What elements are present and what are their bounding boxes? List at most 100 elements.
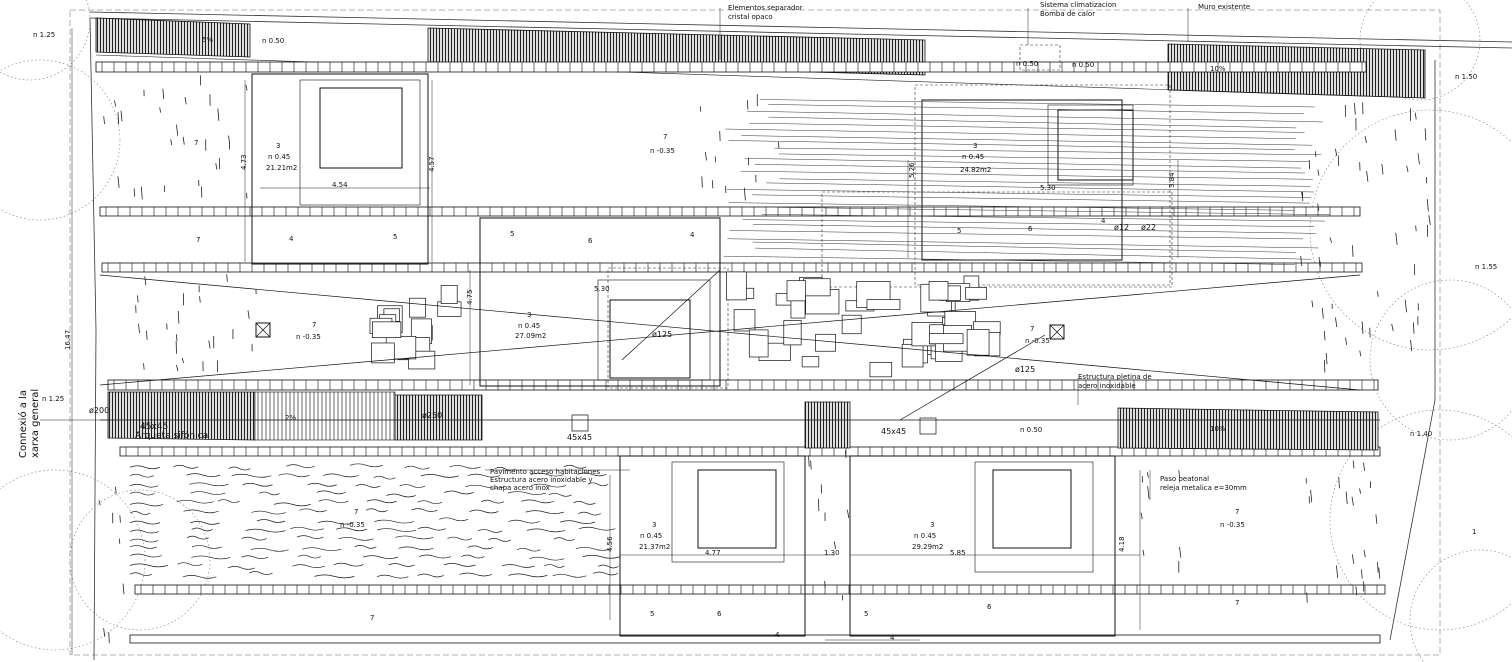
stone-block [440,285,458,304]
dimension: 4.73 [240,154,248,170]
walk-line2: releja metalica e=30mm [1160,484,1247,492]
pipe-line [728,140,1295,150]
water-wave [560,520,596,524]
gravel-dash [1377,561,1379,573]
gravel-dash [1317,169,1320,176]
room-number: 7 [1235,599,1239,607]
gravel-dash [1424,128,1427,141]
gravel-dash [1146,472,1149,478]
gravel-dash [145,330,148,340]
water-wave [362,555,399,559]
gravel-dash [1345,337,1348,345]
water-wave [129,538,159,543]
pipe-line [777,207,1330,215]
water-wave [366,499,397,504]
gravel-dash [1426,199,1429,212]
level: n 1.25 [42,395,64,403]
dimension: 1.30 [824,549,840,557]
gravel-dash [175,334,178,341]
dimension: 5.26 [908,162,916,178]
water-wave [373,475,396,480]
gravel-dash [1359,350,1362,357]
gravel-dash [1381,163,1384,175]
gravel-texture [98,75,1431,643]
stone-block [733,309,756,332]
gravel-dash [103,116,105,125]
water-wave [231,473,272,478]
water-wave [481,499,505,504]
gravel-dash [847,509,850,518]
room-number: 7 [194,139,198,147]
water-wave [592,571,619,576]
manhole-size: 45x45 [140,422,168,432]
gravel-dash [1355,586,1358,596]
level: n -0.35 [650,147,675,155]
pipe-line [746,110,1323,123]
gravel-dash [1354,103,1356,115]
water-wave [129,502,164,507]
stone-block [928,281,949,301]
gravel-dash [1410,339,1413,352]
gravel-dash [143,363,145,370]
arqueta-note: Arqueta sifónica [135,430,208,441]
water-wave [418,554,452,559]
slope: 5% [202,36,213,44]
pipe-line [754,164,1306,174]
water-wave [501,564,536,568]
gravel-dash [1361,321,1364,334]
stone-block [929,333,964,345]
room-number: 5 [650,610,654,618]
gravel-dash [704,152,708,161]
stone-block [901,343,924,368]
water-wave [217,499,240,503]
gravel-dash [1300,255,1303,267]
room-number: 4 [690,231,695,239]
gravel-dash [228,135,231,145]
water-wave [186,473,221,477]
water-wave [190,521,220,525]
gravel-dash [199,296,201,303]
water-wave [417,573,444,578]
level: n 0.50 [1020,426,1042,434]
gravel-dash [119,515,121,523]
gravel-dash [1323,331,1326,341]
gravel-dash [1395,232,1398,245]
water-wave [531,483,567,488]
dimension: 4.75 [466,289,474,305]
water-wave [245,528,286,533]
gravel-dash [182,136,185,145]
conn-line1: Connexió a la [17,390,29,458]
water-wave [307,482,337,487]
level: n 0.45 [962,153,984,161]
gravel-dash [140,186,143,200]
gravel-dash [1364,136,1367,144]
gravel-dash [120,110,123,122]
water-wave [317,520,354,525]
level: n -0.35 [1025,337,1050,345]
pipe-line [741,135,1313,146]
room-number: 4 [289,235,294,243]
gravel-dash [1142,549,1145,556]
gravel-dash [1178,470,1180,477]
room-number: 5 [393,233,397,241]
water-wave [129,572,152,577]
dimension: 5.85 [950,549,966,557]
water-wave [376,574,409,579]
stone-block [869,361,893,378]
water-wave [553,537,575,541]
level: n 1.55 [1475,263,1497,271]
water-wave [577,472,607,477]
pipe-line [766,182,1314,193]
water-wave [507,491,547,495]
climate-line2: Bomba de calor [1040,10,1095,18]
pipe-line [752,241,1297,253]
level: n -0.35 [340,521,365,529]
gravel-dash [226,274,228,282]
area-labels: 21.21m2 24.82m2 27.09m2 21.37m2 29.29m2 [266,164,991,551]
water-wave [186,535,209,540]
water-wave [316,490,346,495]
room-number: 1 [1472,528,1476,536]
water-wave [417,500,443,505]
water-wave [250,547,289,552]
